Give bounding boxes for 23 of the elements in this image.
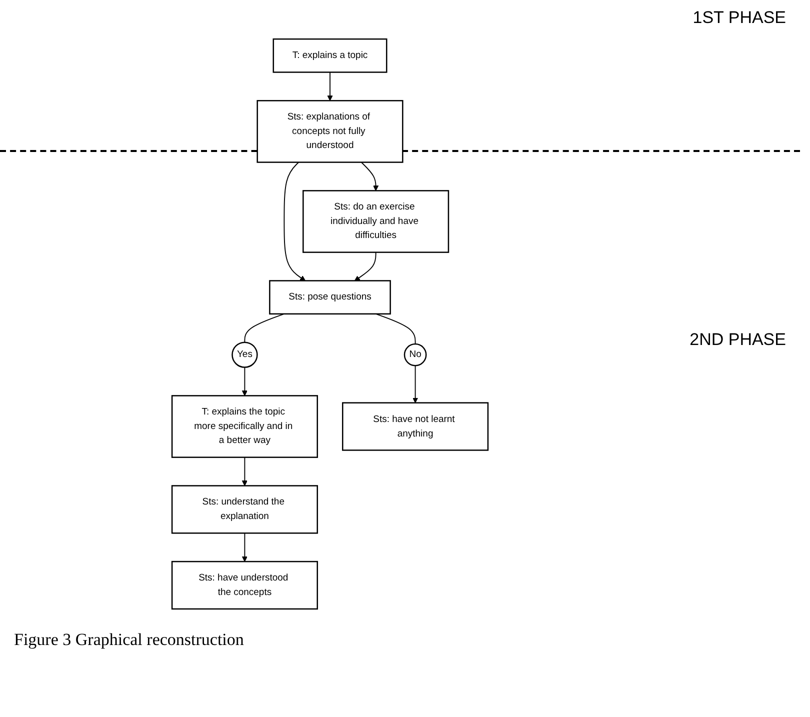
arrow xyxy=(242,456,248,486)
node-box: Sts: do an exercise individually and have difficulties xyxy=(302,190,450,253)
node-box: Sts: pose questions xyxy=(269,280,391,315)
node-box: T: explains the topic more specifically and in a better way xyxy=(171,395,318,458)
figure-caption: Figure 3 Graphical reconstruction xyxy=(14,630,244,650)
node-box: Sts: have not learnt anything xyxy=(342,402,489,451)
node-circle: No xyxy=(404,343,427,366)
node-box: Sts: have understood the concepts xyxy=(171,560,318,610)
arrow xyxy=(412,365,418,404)
arrow xyxy=(360,162,379,191)
phase-label: 1ST PHASE xyxy=(692,8,786,28)
arrow xyxy=(354,252,376,281)
node-box: T: explains a topic xyxy=(272,38,388,73)
node-box: Sts: understand the explanation xyxy=(171,485,318,534)
node-box: Sts: explanations of concepts not fully understood xyxy=(256,100,404,163)
node-circle: Yes xyxy=(232,342,258,368)
connector xyxy=(375,313,416,344)
arrow xyxy=(284,162,306,281)
arrow xyxy=(242,532,248,562)
connector xyxy=(244,313,285,343)
phase-label: 2ND PHASE xyxy=(690,330,786,350)
arrow xyxy=(242,366,248,396)
arrow xyxy=(327,72,333,101)
